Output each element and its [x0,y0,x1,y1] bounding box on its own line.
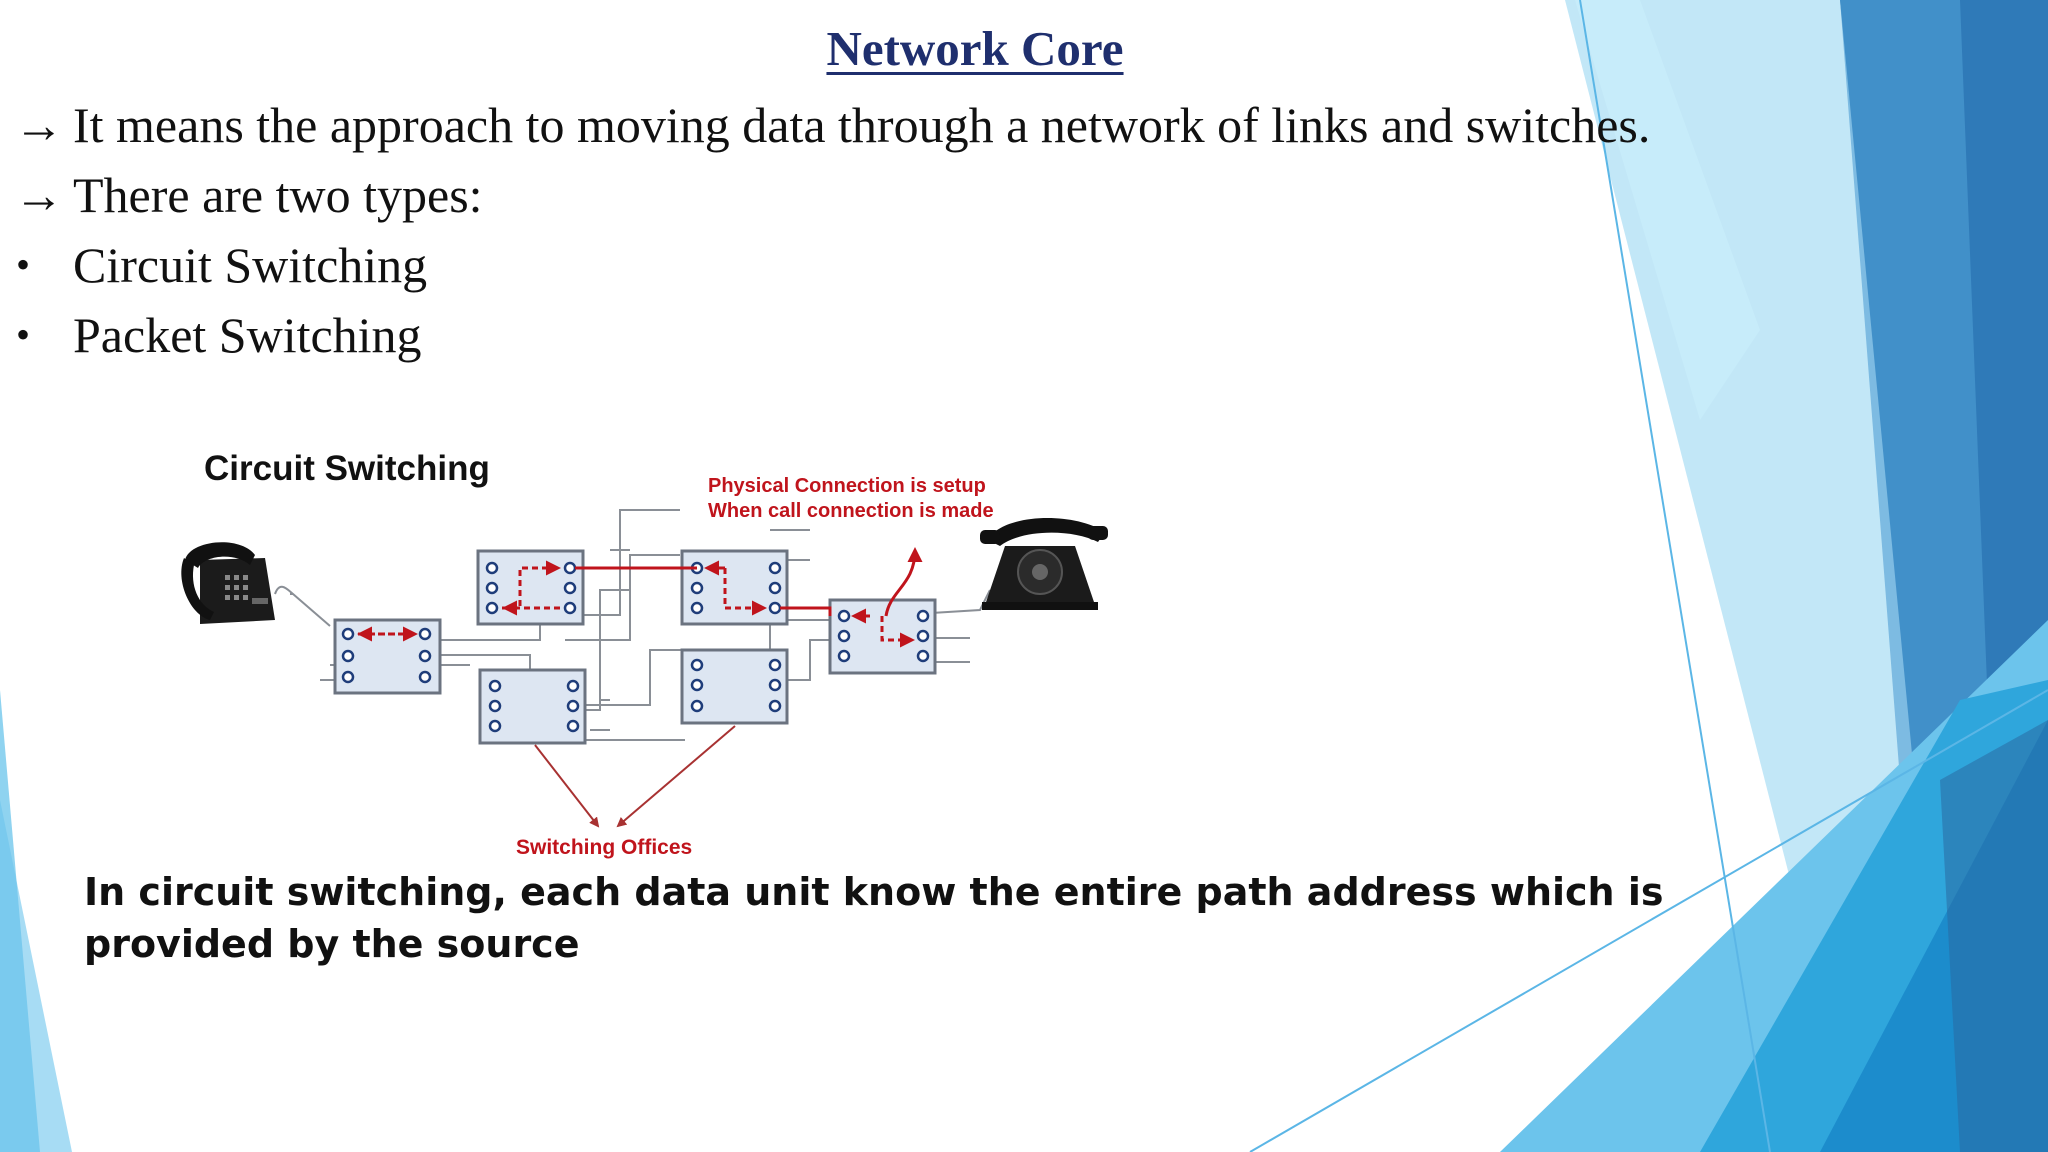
switch-box [680,549,789,626]
switching-offices-label: Switching Offices [516,836,692,859]
telephone-left-icon [181,542,294,624]
text-line: →It means the approach to moving data th… [14,95,1650,155]
diagram-note-line-1: Physical Connection is setup [708,475,986,497]
bullet-marker: • [16,242,31,287]
diagram-title: Circuit Switching [204,449,490,488]
text-line: →There are two types: [14,165,483,225]
arrow-marker: → [14,167,64,223]
telephone-right-icon [980,518,1108,610]
arrow-marker: → [14,97,64,153]
switch-box [333,618,442,695]
line-text: There are two types: [73,167,483,223]
bullet-item: • Packet Switching [14,305,422,365]
offices-arrows [534,725,736,828]
line-text: It means the approach to moving data thr… [73,97,1651,153]
switch-box [828,598,937,675]
circuit-switching-diagram: Circuit Switching Physical Connection is… [181,449,1108,859]
bullet-marker: • [16,312,31,357]
slide-title: Network Core [826,21,1124,76]
caption: In circuit switching, each data unit kno… [84,870,1664,966]
bullet-text: Circuit Switching [73,237,428,293]
switch-box [476,549,585,626]
diagram-note-line-2: When call connection is made [708,500,994,522]
switch-box [680,648,789,725]
bullet-item: • Circuit Switching [14,235,427,295]
switch-box [478,668,587,745]
circuit-path [357,547,923,648]
bullet-text: Packet Switching [73,307,422,363]
